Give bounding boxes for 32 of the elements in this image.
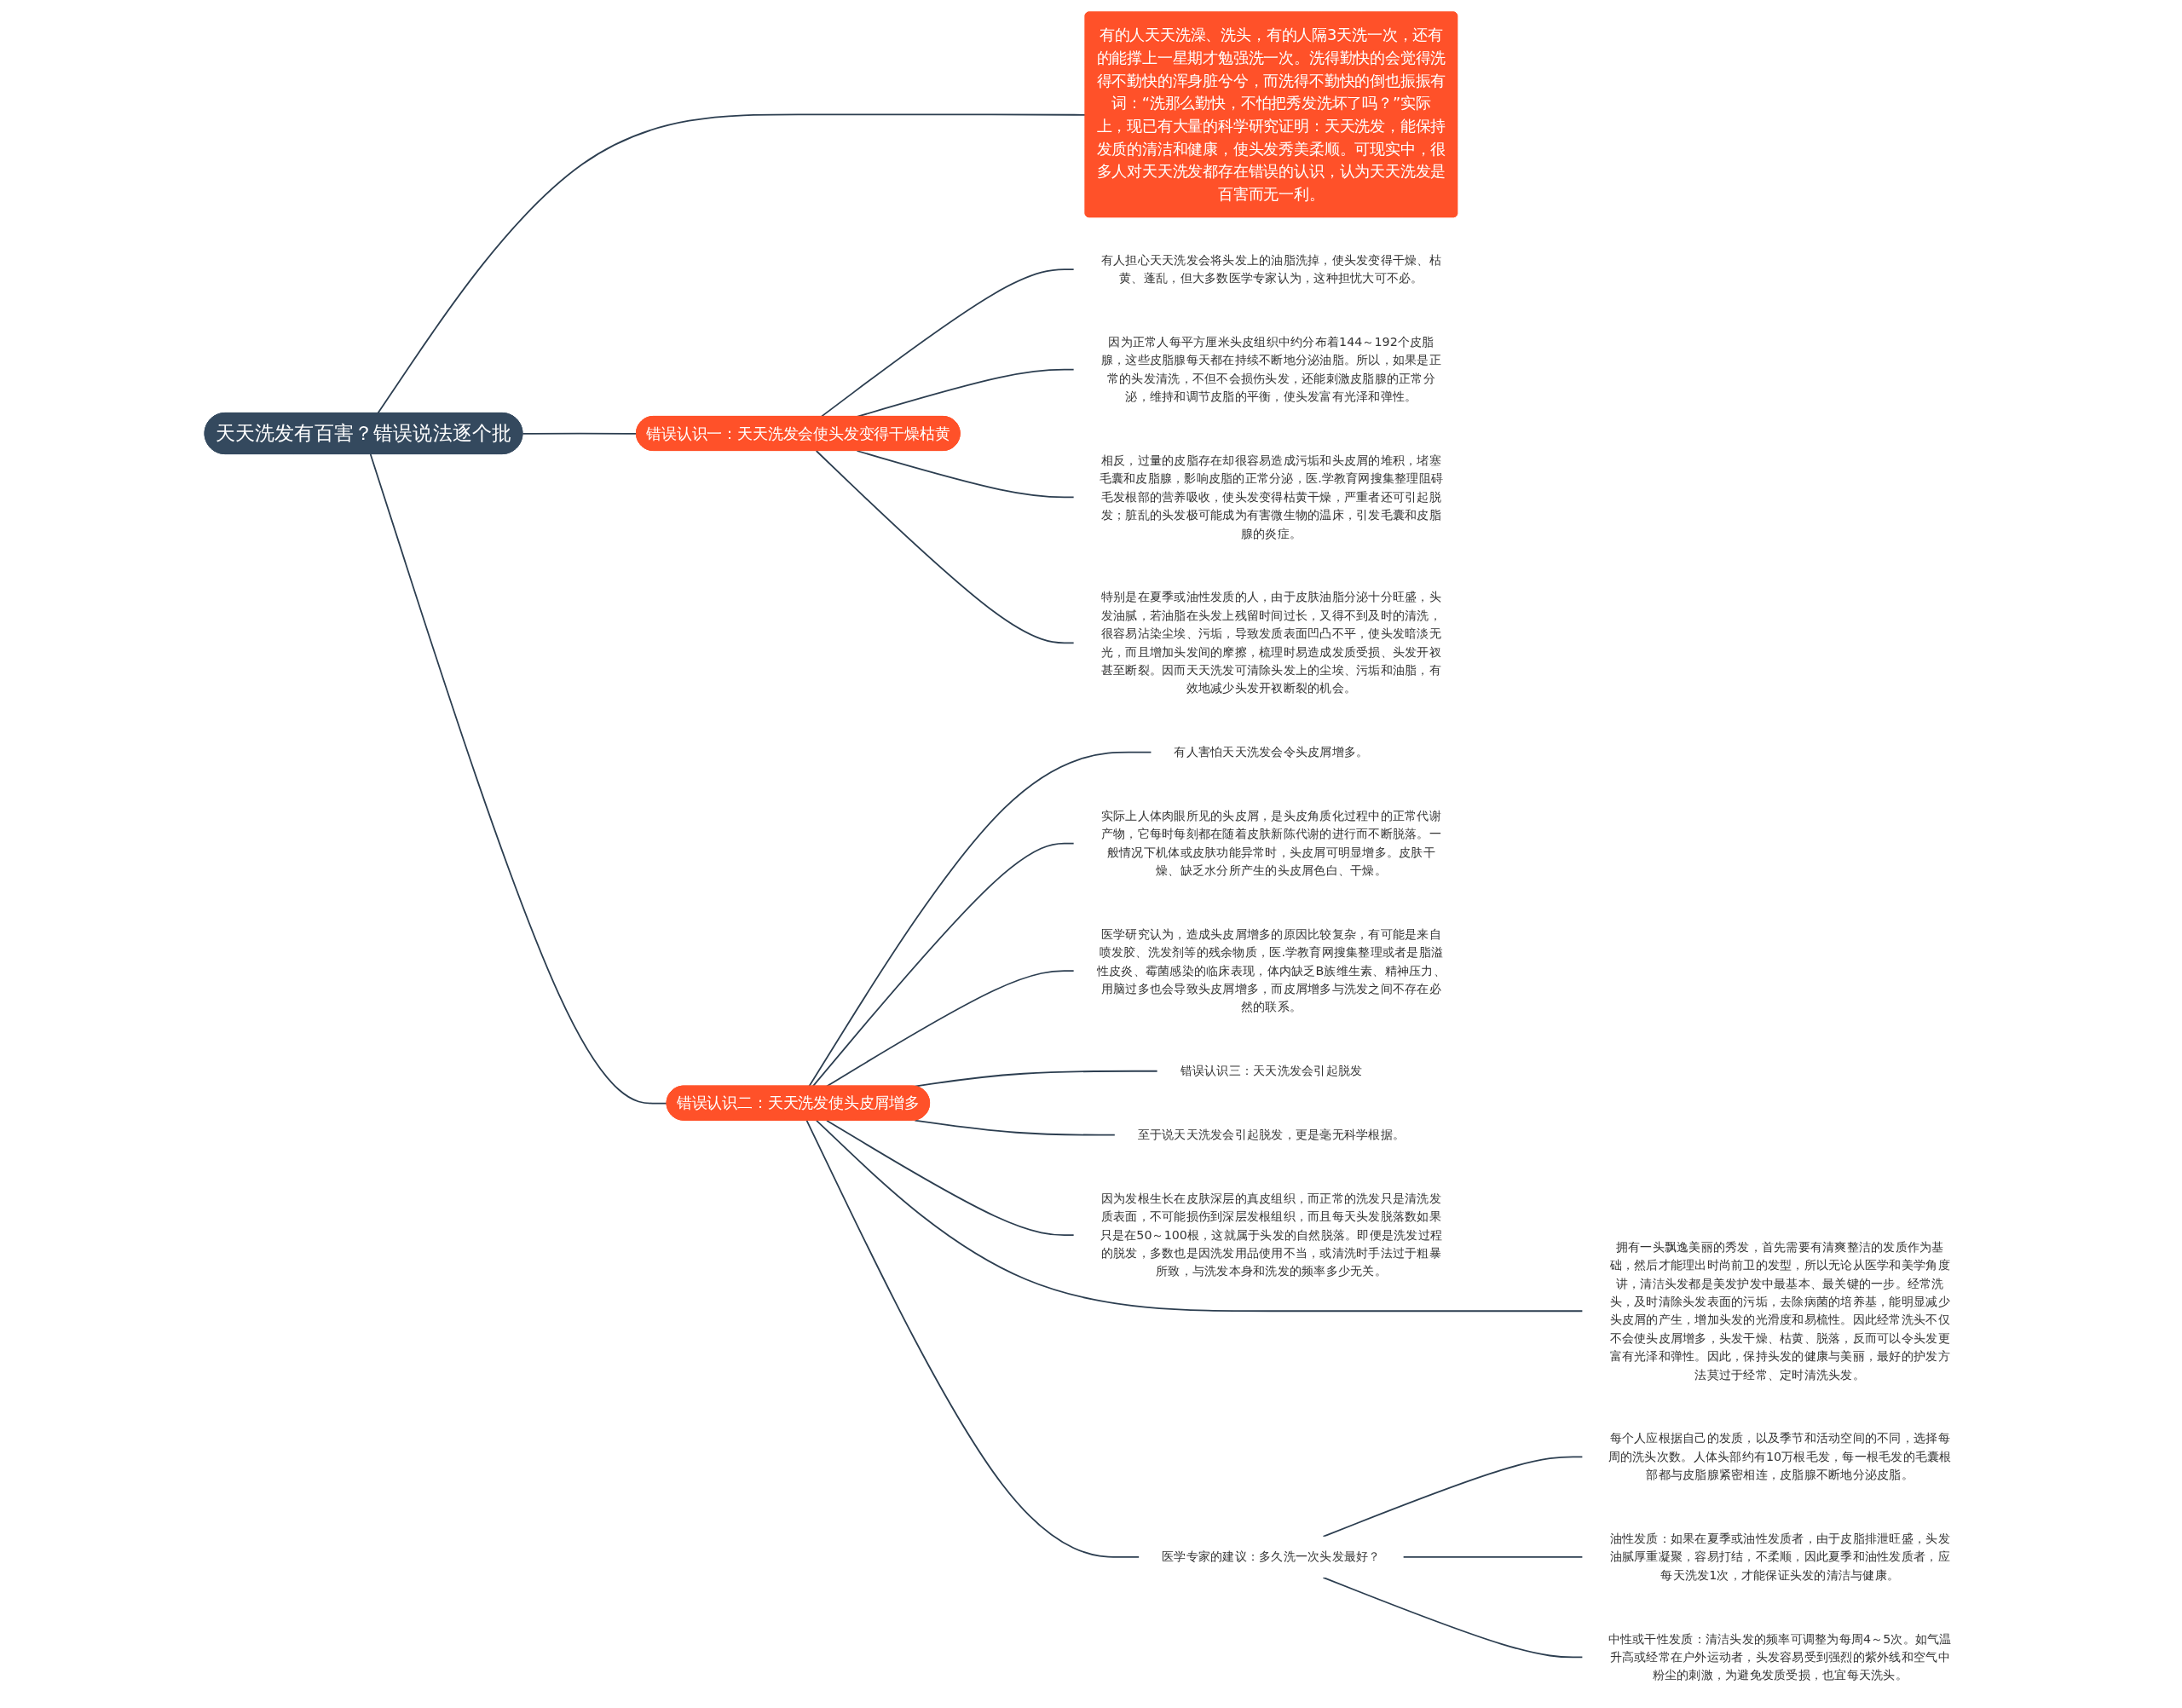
node-text: 中性或干性发质：清洁头发的频率可调整为每周4～5次。如气温升高或经常在户外运动者，头发容易受到强烈的紫外线和空气中粉尘的刺激，为避免发质受损，也宜每天洗头。 bbox=[1608, 1631, 1952, 1682]
connector bbox=[815, 450, 1075, 644]
connector bbox=[522, 432, 638, 435]
connector bbox=[914, 1070, 1158, 1088]
node-text: 有人担心天天洗发会将头发上的油脂洗掉，使头发变得干燥、枯黄、蓬乱，但大多数医学专家认为，这种担忧大可不必。 bbox=[1100, 252, 1441, 286]
node-text: 相反，过量的皮脂存在却很容易造成污垢和头皮屑的堆积，堵塞毛囊和皮脂腺，影响皮脂的正常分泌，医.学教育网搜集整理阻碍毛发根部的营养吸收，使头发变得枯黄干燥，严重者还可引起脱发；脏乱的头发极可能成为有害微生物的温床，引发毛囊和皮脂腺的炎症。 bbox=[1099, 453, 1444, 541]
node-text: 医学专家的建议：多久洗一次头发最好？ bbox=[1162, 1549, 1381, 1564]
node-text: 特别是在夏季或油性发质的人，由于皮肤油脂分泌十分旺盛，头发油腻，若油脂在头发上残留时间过长，又得不到及时的清洗，很容易沾染尘埃、污垢，导致发质表面凹凸不平，使头发暗淡无光，而且增加头发间的摩擦，梳理时易造成发质受损、头发开衩甚至断裂。因而天天洗发可清除头发上的尘埃、污垢和油脂，有效地减少头发开衩断裂的机会。 bbox=[1100, 590, 1441, 695]
connector bbox=[1322, 1577, 1584, 1659]
node-text: 有人害怕天天洗发会令头皮屑增多。 bbox=[1174, 744, 1369, 759]
node-text: 至于说天天洗发会引起脱发，更是毫无科学根据。 bbox=[1137, 1127, 1406, 1142]
connector bbox=[820, 268, 1075, 418]
connector bbox=[1402, 1555, 1584, 1558]
connector bbox=[826, 970, 1075, 1088]
connector bbox=[826, 1119, 1075, 1237]
node-text: 医学研究认为，造成头皮屑增多的原因比较复杂，有可能是来自喷发胶、洗发剂等的残余物质，医.学教育网搜集整理或者是脂溢性皮炎、霉菌感染的临床表现，体内缺乏B族维生素、精神压力、用脑过多也会导致头皮屑增多，而皮屑增多与洗发之间不存在必然的联系。 bbox=[1096, 926, 1446, 1014]
connector bbox=[914, 1119, 1116, 1136]
node-text: 因为正常人每平方厘米头皮组织中约分布着144～192个皮脂腺，这些皮脂腺每天都在持续不断地分泌油脂。所以，如果是正常的头发清洗，不但不会损伤头发，还能刺激皮脂腺的正常分泌，维持和调节皮脂的平衡，使头发富有光泽和弹性。 bbox=[1100, 334, 1441, 404]
node-text: 错误认识三：天天洗发会引起脱发 bbox=[1180, 1063, 1363, 1078]
connector bbox=[856, 450, 1075, 499]
connector bbox=[808, 751, 1152, 1088]
connector bbox=[811, 842, 1075, 1088]
connector bbox=[1322, 1456, 1584, 1538]
node-text: 拥有一头飘逸美丽的秀发，首先需要有清爽整洁的发质作为基础，然后才能理出时尚前卫的发型，所以无论从医学和美学角度讲，清洁头发都是美发护发中最基本、最关键的一步。经常洗头，及时清除头发表面的污垢，去除病菌的培养基，能明显减少头皮屑的产生，增加头发的光滑度和易梳性。因此经常洗头不仅不会使头皮屑增多，头发干燥、枯黄、脱落，反而可以令头发更富有光泽和弹性。因此，保持头发的健康与美丽，最好的护发方法莫过于经常、定时清洗头发。 bbox=[1609, 1239, 1950, 1382]
connector bbox=[816, 1119, 1584, 1313]
node-text: 实际上人体肉眼所见的头皮屑，是头皮角质化过程中的正常代谢产物，它每时每刻都在随着皮肤新陈代谢的进行而不断脱落。一般情况下机体或皮肤功能异常时，头皮屑可明显增多。皮肤干燥、缺乏水分所产生的头皮屑色白、干燥。 bbox=[1100, 808, 1441, 878]
connector bbox=[377, 113, 1087, 414]
node-text: 油性发质：如果在夏季或油性发质者，由于皮脂排泄旺盛，头发油腻厚重凝聚，容易打结，不柔顺，因此夏季和油性发质者，应每天洗发1次，才能保证头发的清洁与健康。 bbox=[1609, 1531, 1950, 1583]
node-text: 每个人应根据自己的发质，以及季节和活动空间的不同，选择每周的洗头次数。人体头部约有10万根毛发，每一根毛发的毛囊根部都与皮脂腺紧密相连，皮脂腺不断地分泌皮脂。 bbox=[1608, 1430, 1952, 1482]
node-text: 因为发根生长在皮肤深层的真皮组织，而正常的洗发只是清洗发质表面，不可能损伤到深层发根组织，而且每天头发脱落数如果只是在50～100根，这就属于头发的自然脱落。即便是洗发过程的脱发，多数也是因洗发用品使用不当，或清洗时手法过于粗暴所致，与洗发本身和洗发的频率多少无关。 bbox=[1100, 1191, 1443, 1278]
connector bbox=[369, 453, 668, 1105]
connector bbox=[805, 1119, 1140, 1558]
